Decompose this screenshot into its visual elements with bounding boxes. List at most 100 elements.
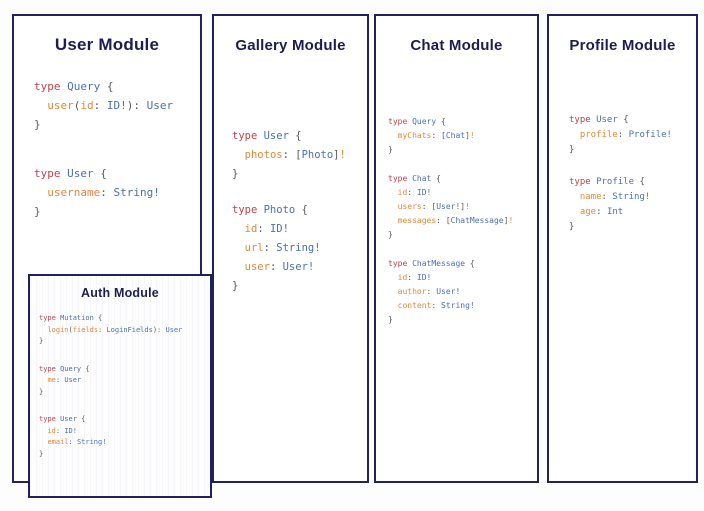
- schema-token: String!: [276, 242, 321, 254]
- schema-line: user: User!: [232, 258, 367, 277]
- schema-token: name: [579, 192, 602, 202]
- schema-token: users: [397, 202, 422, 211]
- module-title-gallery: Gallery Module: [235, 37, 346, 54]
- schema-line: profile: Profile!: [569, 128, 696, 143]
- schema-line: type User {: [39, 414, 210, 426]
- schema-token: id: [397, 188, 408, 197]
- schema-token: Chat: [412, 174, 432, 183]
- schema-line: }: [388, 313, 537, 327]
- schema-token: photos: [244, 149, 283, 161]
- schema-line: id: ID!: [388, 271, 537, 285]
- schema-token: type: [388, 259, 413, 268]
- schema-line: type User {: [569, 113, 696, 128]
- schema-line: id: ID!: [232, 220, 367, 239]
- schema-line: }: [232, 277, 367, 296]
- schema-token: Profile!: [628, 130, 672, 140]
- schema-token: User: [64, 376, 82, 384]
- schema-line: type Profile {: [569, 175, 696, 190]
- schema-token: ID!: [269, 223, 289, 235]
- schema-line: type ChatMessage {: [388, 257, 537, 271]
- schema-token: User: [67, 167, 94, 180]
- schema-token: User!: [436, 202, 461, 211]
- schema-token: type: [34, 80, 68, 93]
- schema-block-chat-query: type Query { myChats: [Chat]!}: [388, 115, 537, 157]
- module-panel-gallery[interactable]: Gallery Module type User { photos: [Phot…: [212, 14, 369, 483]
- schema-token: id: [244, 223, 258, 235]
- schema-token: ChatMessage: [412, 259, 466, 268]
- schema-token: :: [68, 438, 77, 446]
- schema-token: : [: [282, 149, 302, 161]
- schema-line: type Photo {: [232, 201, 367, 220]
- schema-line: }: [34, 202, 200, 221]
- module-panel-chat[interactable]: Chat Module type Query { myChats: [Chat]…: [374, 14, 539, 483]
- schema-line: }: [569, 220, 696, 235]
- module-panel-auth[interactable]: Auth Module type Mutation { login(fields…: [28, 274, 212, 498]
- schema-token: id: [397, 273, 408, 282]
- module-panel-profile[interactable]: Profile Module type User { profile: Prof…: [547, 14, 698, 483]
- schema-token: [569, 192, 580, 202]
- schema-token: (: [73, 99, 81, 112]
- schema-token: Query: [67, 80, 101, 93]
- schema-token: [388, 301, 398, 310]
- schema-token: messages: [397, 216, 437, 225]
- schema-token: :: [93, 99, 107, 112]
- schema-line: author: User!: [388, 285, 537, 299]
- schema-token: type: [232, 130, 264, 142]
- schema-token: {: [295, 204, 308, 216]
- schema-block-user-type: type User { username: String!}: [34, 164, 200, 221]
- schema-token: :: [55, 426, 65, 435]
- schema-line: }: [39, 449, 210, 461]
- schema-line: content: String!: [388, 299, 537, 313]
- schema-token: (: [68, 325, 73, 334]
- schema-token: email: [47, 438, 69, 446]
- schema-token: String!: [76, 438, 107, 446]
- schema-token: Chat: [445, 131, 466, 140]
- module-panel-user[interactable]: User Module type Query { user(id: ID!): …: [12, 14, 212, 498]
- schema-line: type Chat {: [388, 172, 537, 186]
- schema-token: }: [388, 230, 393, 239]
- schema-line: type User {: [34, 164, 200, 183]
- schema-token: }: [39, 449, 44, 458]
- schema-token: type: [39, 415, 61, 423]
- module-title-user: User Module: [54, 35, 160, 54]
- schema-token: :: [257, 223, 270, 235]
- schema-token: :: [269, 261, 283, 273]
- module-title-profile: Profile Module: [569, 37, 676, 54]
- module-title-auth: Auth Module: [81, 286, 159, 300]
- schema-line: }: [39, 387, 210, 399]
- schema-token: {: [81, 364, 90, 373]
- schema-token: :: [596, 207, 607, 217]
- schema-token: type: [39, 364, 61, 373]
- schema-block-user-query: type Query { user(id: ID!): User}: [34, 77, 200, 134]
- schema-token: myChats: [397, 131, 432, 140]
- schema-token: ID!: [416, 273, 432, 282]
- schema-token: {: [100, 80, 114, 93]
- schema-token: [232, 149, 245, 161]
- schema-line: type User {: [232, 127, 367, 146]
- schema-line: }: [388, 228, 537, 242]
- schema-token: Query: [60, 364, 82, 373]
- schema-line: age: Int: [569, 205, 696, 220]
- schema-line: me: User: [39, 375, 210, 387]
- schema-token: ChatMessage: [450, 216, 504, 225]
- schema-token: {: [93, 167, 107, 180]
- schema-token: }: [569, 222, 575, 232]
- schema-token: Photo: [263, 204, 296, 216]
- schema-token: url: [244, 242, 264, 254]
- schema-line: url: String!: [232, 239, 367, 258]
- schema-token: Profile: [596, 177, 635, 187]
- schema-token: }: [388, 145, 393, 154]
- schema-token: }: [232, 168, 239, 180]
- schema-block-chat-message: type ChatMessage { id: ID! author: User!…: [388, 257, 537, 327]
- schema-token: :: [407, 273, 417, 282]
- schema-token: ID!: [64, 426, 77, 435]
- schema-token: User: [263, 130, 289, 142]
- schema-token: :: [617, 130, 629, 140]
- schema-token: [388, 216, 398, 225]
- schema-block-gallery-user: type User { photos: [Photo]!}: [232, 127, 367, 184]
- schema-line: users: [User!]!: [388, 200, 537, 214]
- schema-block-auth-query: type Query { me: User}: [39, 364, 210, 399]
- schema-token: [388, 273, 398, 282]
- schema-token: type: [569, 115, 597, 125]
- schema-token: }: [232, 280, 239, 292]
